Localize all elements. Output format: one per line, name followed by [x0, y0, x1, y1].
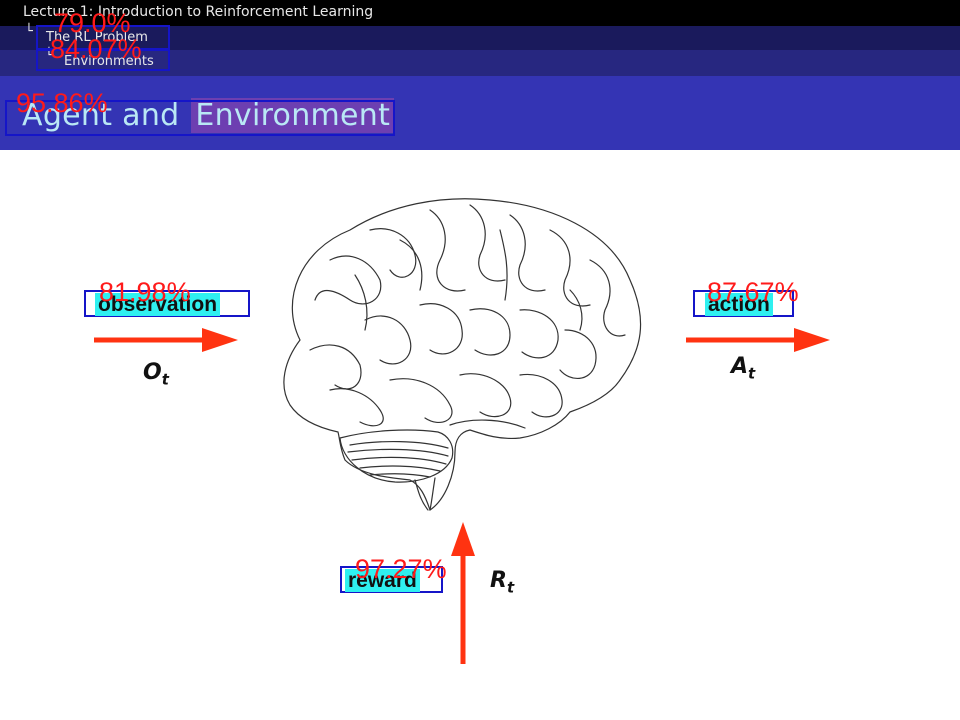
tree-branch-icon: └ [25, 24, 33, 39]
brain-illustration [283, 198, 642, 511]
reward-label: reward [345, 569, 420, 592]
action-label-box: action [693, 290, 794, 317]
action-arrow [686, 328, 830, 352]
observation-arrow [94, 328, 238, 352]
observation-confidence: 81.98% [99, 277, 191, 307]
title-detection-box [5, 100, 395, 136]
slide-title-bar [0, 76, 960, 150]
slide-title-part2: Environment [191, 98, 395, 133]
action-confidence: 87.67% [707, 277, 799, 307]
observation-symbol: Ot [143, 360, 169, 389]
tree-branch-icon: └ [45, 48, 53, 63]
observation-label: observation [95, 293, 221, 316]
slide-title-part1: Agent and [22, 98, 180, 133]
section-label: The RL Problem [46, 30, 148, 45]
observation-label-box: observation [84, 290, 250, 317]
subsection-label: Environments [64, 54, 154, 69]
reward-label-box: reward [340, 566, 443, 593]
lecture-title: Lecture 1: Introduction to Reinforcement… [23, 4, 374, 20]
title-confidence: 95.86% [16, 88, 108, 118]
subsection-detection-box [36, 49, 170, 71]
subsection-bar [0, 50, 960, 76]
action-label: action [705, 293, 773, 316]
action-symbol: At [731, 354, 756, 383]
reward-arrow [451, 522, 475, 664]
reward-symbol: Rt [490, 568, 515, 597]
reward-confidence: 97.27% [355, 554, 447, 584]
subsection-confidence: 84.07% [50, 34, 142, 64]
section-bar [0, 26, 960, 50]
section-confidence: 79.0% [54, 8, 131, 38]
slide-title: Agent and Environment [22, 98, 395, 133]
lecture-title-bar: Lecture 1: Introduction to Reinforcement… [0, 0, 960, 26]
